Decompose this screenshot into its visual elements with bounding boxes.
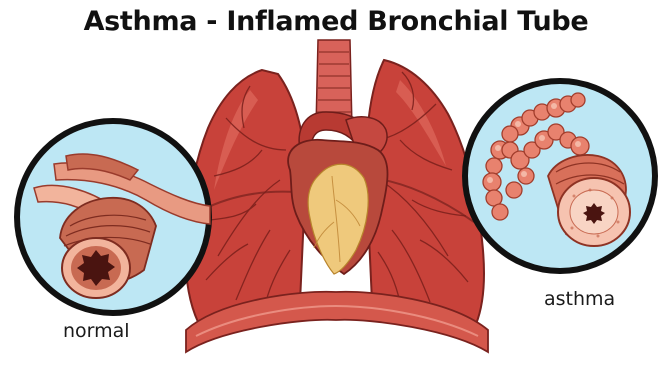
asthma-bronchus-panel — [465, 81, 655, 271]
asthma-narrowed-lumen — [583, 203, 605, 224]
normal-label: normal — [63, 320, 130, 342]
normal-bronchus-panel — [17, 121, 210, 313]
asthma-label: asthma — [544, 288, 615, 310]
page-title: Asthma - Inflamed Bronchial Tube — [0, 6, 672, 37]
lungs-illustration — [186, 40, 489, 352]
